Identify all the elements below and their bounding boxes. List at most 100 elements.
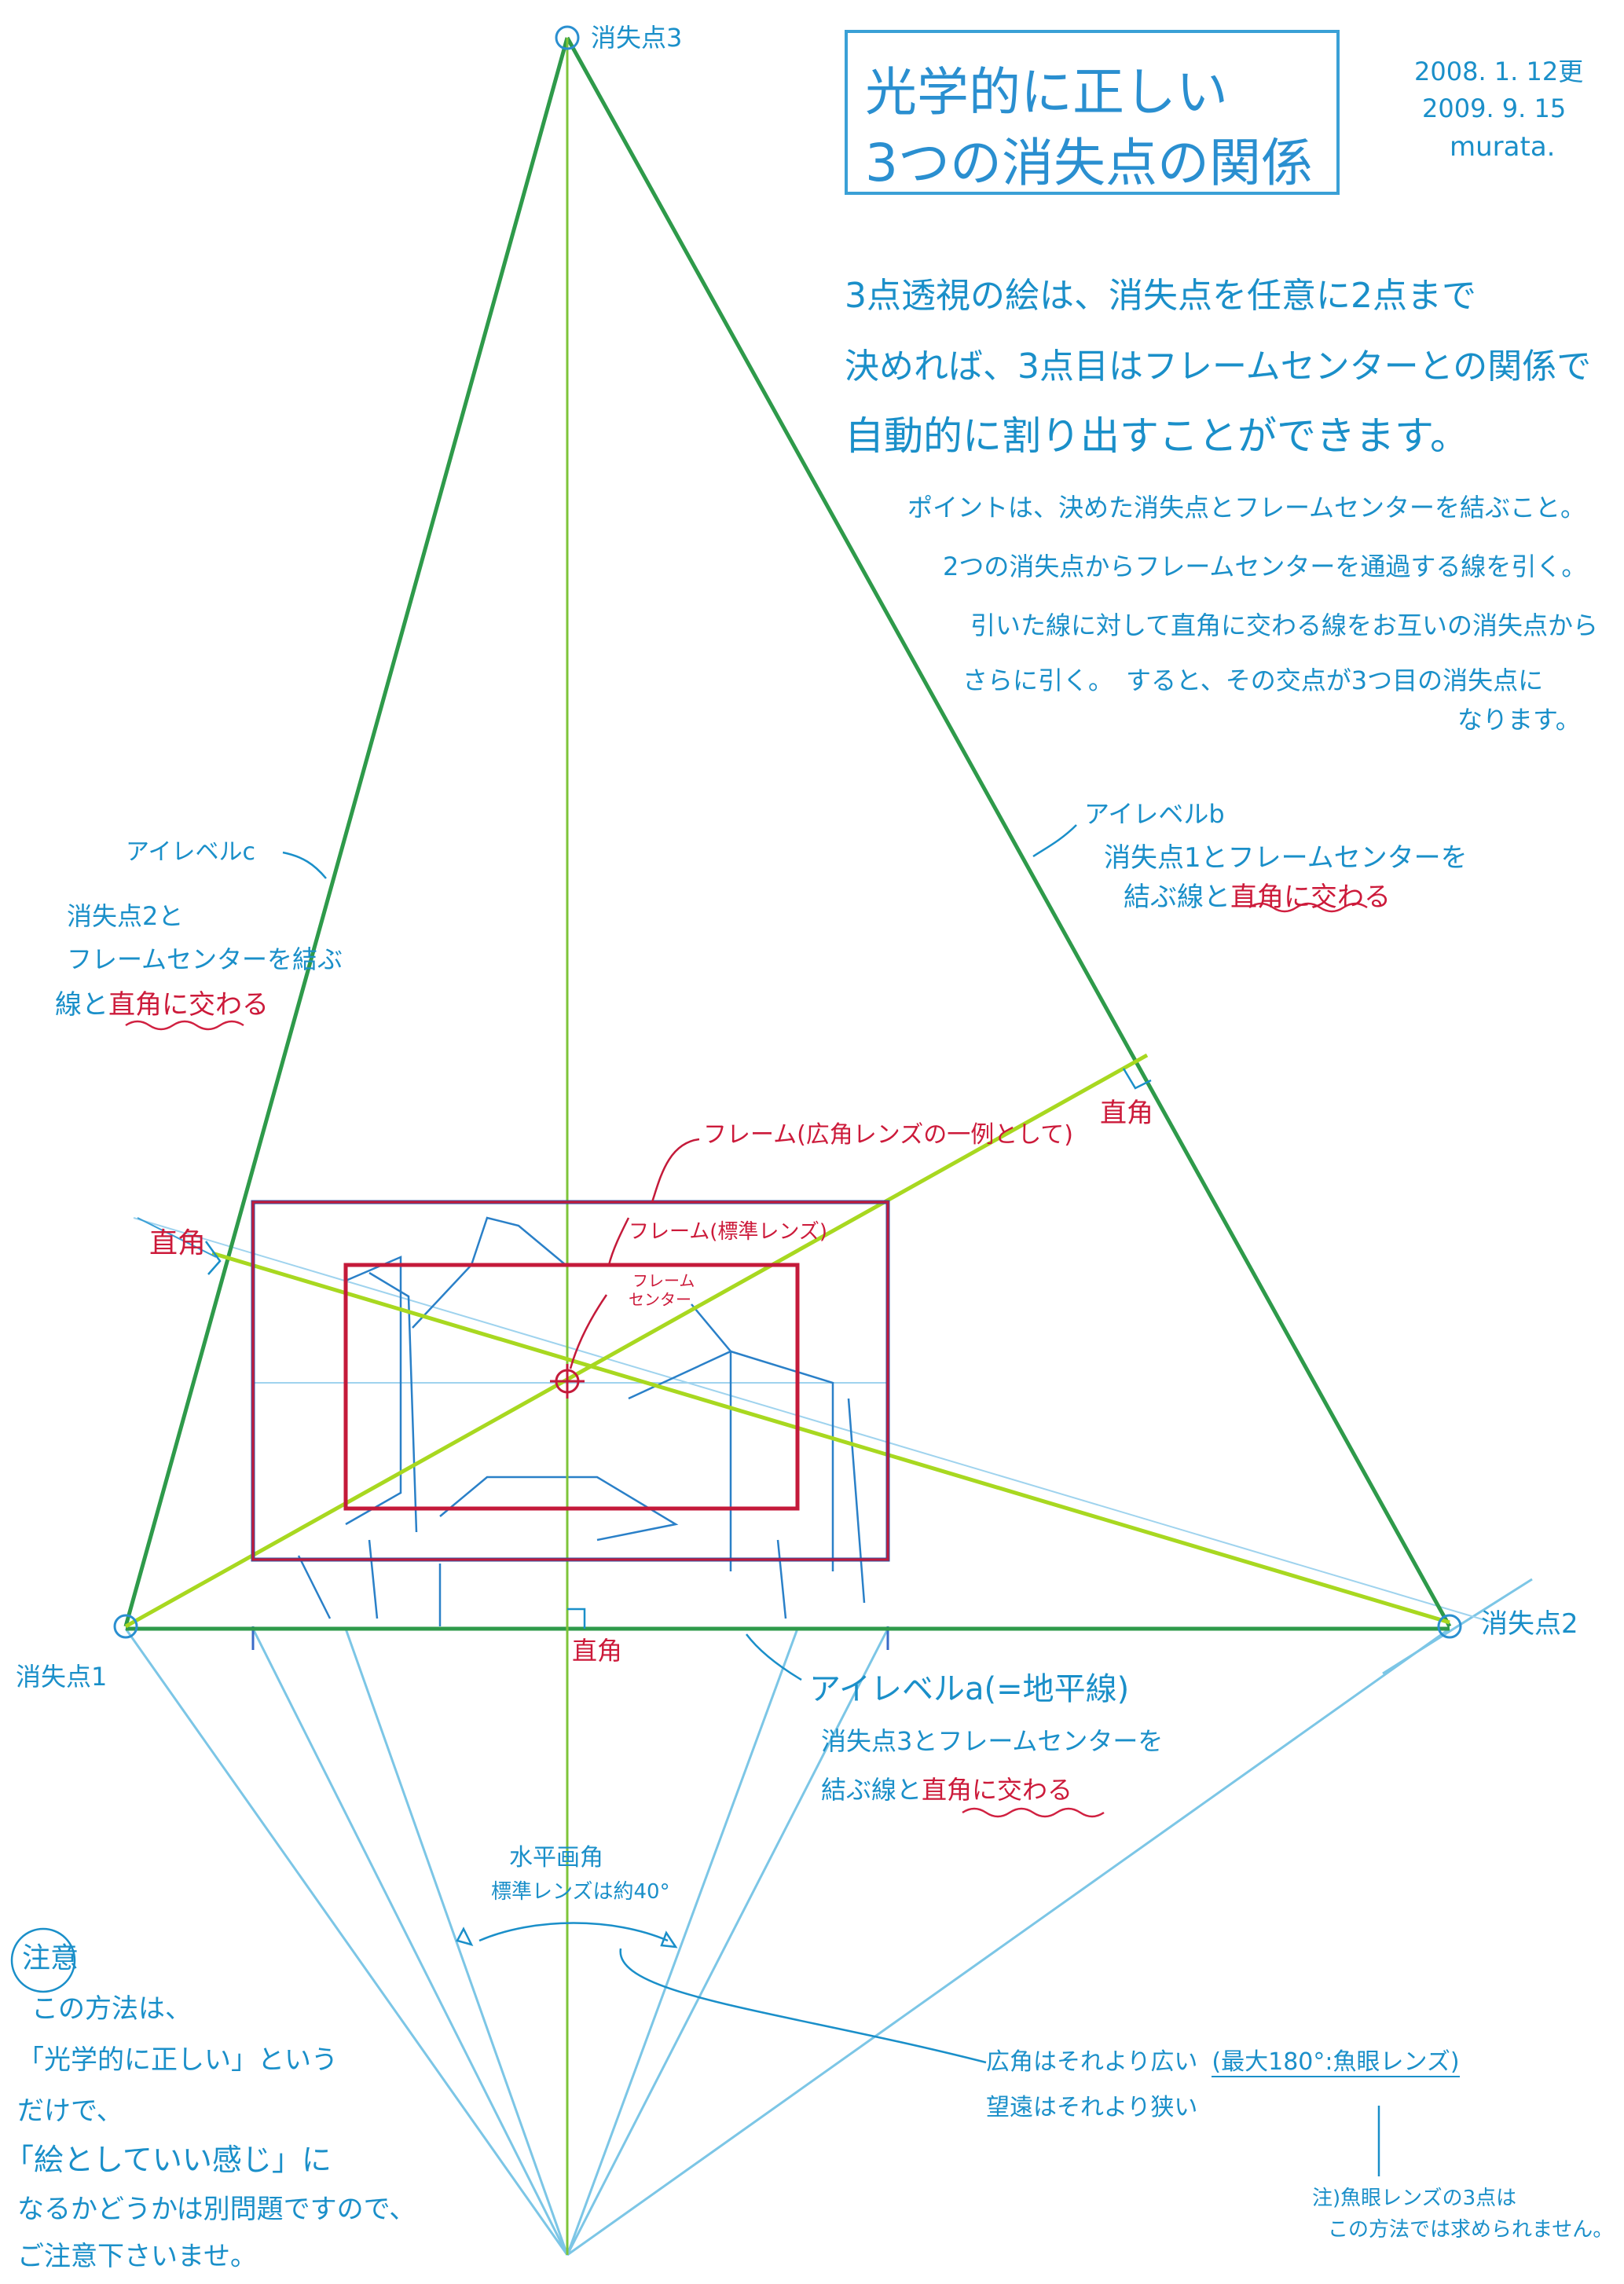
eye-b-leader bbox=[1032, 824, 1077, 858]
eye-level-a-line2: 結ぶ線と直角に交わる bbox=[821, 1777, 1072, 1802]
right-angle-mark-a bbox=[567, 1608, 586, 1629]
ray-standard-left bbox=[344, 1628, 569, 2256]
eye-a-leader bbox=[746, 1633, 802, 1681]
vanishing-triangle bbox=[123, 36, 1452, 1631]
building-line-a bbox=[297, 1555, 332, 1619]
eye-level-c-emph: 直角に交わる bbox=[108, 989, 269, 1021]
date-1: 2008. 1. 12更 bbox=[1414, 57, 1584, 86]
right-angle-label-c: 直角 bbox=[149, 1227, 207, 1259]
title-line-2: 3つの消失点の関係 bbox=[865, 133, 1313, 193]
vp3-marker bbox=[555, 25, 580, 50]
building-line-d bbox=[776, 1539, 787, 1619]
eye-level-b-line2: 結ぶ線と直角に交わる bbox=[1124, 884, 1391, 911]
center-diagonals bbox=[124, 1053, 1450, 1629]
caution-line-1: この方法は、 bbox=[31, 1993, 192, 2025]
ray-wide-left bbox=[251, 1628, 569, 2256]
angle-arrow-left bbox=[456, 1927, 474, 1946]
wide-frame-leader bbox=[651, 1138, 700, 1203]
eye-level-b-label: アイレベルb bbox=[1084, 799, 1225, 829]
eye-level-c-line2: フレームセンターを結ぶ bbox=[67, 944, 343, 974]
intro-line-3: 自動的に割り出すことができます。 bbox=[845, 413, 1469, 459]
wide-tele-line1: 広角はそれより広い(最大180°:魚眼レンズ) bbox=[986, 2048, 1460, 2077]
fisheye-note-line2: この方法では求められません。 bbox=[1328, 2218, 1614, 2242]
point-line-3: 引いた線に対して直角に交わる線をお互いの消失点から bbox=[970, 610, 1599, 640]
underline-b bbox=[1248, 902, 1368, 913]
caution-circle-ring bbox=[10, 1927, 76, 1993]
eye-c-leader bbox=[282, 851, 327, 879]
eye-level-a-label: アイレベルa(=地平線) bbox=[809, 1671, 1130, 1707]
eye-level-b-text: 結ぶ線と bbox=[1124, 882, 1230, 913]
eye-level-b-line bbox=[565, 36, 1452, 1628]
point-line-1: ポイントは、決めた消失点とフレームセンターを結ぶこと。 bbox=[907, 493, 1586, 522]
vp2-marker bbox=[1437, 1614, 1462, 1639]
label-leaders bbox=[10, 824, 1380, 2176]
right-angle-mark-b bbox=[1122, 1068, 1152, 1090]
eye-level-c-line1: 消失点2と bbox=[67, 901, 184, 931]
angle-arc bbox=[478, 1922, 669, 1942]
standard-frame-label: フレーム(標準レンズ) bbox=[629, 1220, 827, 1244]
vp2-label: 消失点2 bbox=[1481, 1608, 1578, 1640]
eye-level-a-text: 結ぶ線と bbox=[821, 1775, 922, 1805]
right-angle-mark-c bbox=[204, 1241, 222, 1275]
right-angle-marks bbox=[204, 1068, 1152, 1629]
eye-level-c-line3: 線と直角に交わる bbox=[55, 992, 269, 1018]
building-left-side bbox=[368, 1271, 418, 1533]
vp1-center-line bbox=[124, 1053, 1149, 1629]
building-base bbox=[439, 1476, 679, 1542]
intro-line-1: 3点透視の絵は、消失点を任意に2点まで bbox=[845, 276, 1476, 316]
point-line-4: さらに引く。 すると、その交点が3つ目の消失点に bbox=[962, 665, 1544, 695]
extension-stub bbox=[137, 1217, 217, 1258]
eye-level-b-emph: 直角に交わる bbox=[1230, 882, 1391, 913]
frame-center-label-1: フレーム bbox=[632, 1271, 695, 1290]
underline-c bbox=[125, 1020, 244, 1031]
vp1-label: 消失点1 bbox=[16, 1662, 108, 1692]
caution-heading: 注意 bbox=[22, 1942, 79, 1974]
building-roof-left bbox=[412, 1216, 566, 1329]
angle-of-view-line1: 水平画角 bbox=[509, 1844, 603, 1872]
eye-level-a-emph: 直角に交わる bbox=[922, 1775, 1073, 1805]
ray-standard-right bbox=[566, 1628, 799, 2256]
caution-line-2: 「光学的に正しい」という bbox=[17, 2044, 338, 2076]
vp2-center-line bbox=[211, 1251, 1450, 1625]
point-line-2: 2つの消失点からフレームセンターを通過する線を引く。 bbox=[943, 552, 1587, 581]
title-line-1: 光学的に正しい bbox=[865, 62, 1228, 123]
right-angle-label-b: 直角 bbox=[1100, 1098, 1153, 1129]
eye-level-b-line1: 消失点1とフレームセンターを bbox=[1104, 842, 1468, 874]
intro-line-2: 決めれば、3点目はフレームセンターとの関係で bbox=[845, 346, 1592, 387]
angle-of-view-line2: 標準レンズは約40° bbox=[491, 1880, 670, 1904]
building-line-e bbox=[847, 1398, 866, 1604]
standard-frame-leader bbox=[607, 1217, 630, 1266]
vp1-marker bbox=[113, 1614, 138, 1639]
ray-vp1-bottom bbox=[124, 1628, 569, 2256]
eye-level-c-label: アイレベルc bbox=[126, 838, 255, 866]
underline-a bbox=[962, 1807, 1105, 1818]
ray-extra bbox=[1382, 1578, 1533, 1675]
eye-level-c-text: 線と bbox=[55, 989, 108, 1021]
wide-frame-label: フレーム(広角レンズの一例として) bbox=[703, 1121, 1074, 1149]
guide-lines bbox=[133, 1217, 1494, 1623]
frame-center-leader bbox=[569, 1294, 608, 1369]
standard-lens-frame bbox=[343, 1263, 800, 1511]
eye-level-a-line1: 消失点3とフレームセンターを bbox=[821, 1726, 1164, 1756]
caution-line-6: ご注意下さいませ。 bbox=[17, 2241, 257, 2272]
fisheye-paren: (最大180°:魚眼レンズ) bbox=[1212, 2048, 1460, 2077]
fisheye-note-line1: 注)魚眼レンズの3点は bbox=[1312, 2187, 1517, 2210]
building-right-roof bbox=[628, 1350, 834, 1571]
frame-center-label-2: センター bbox=[629, 1290, 691, 1309]
vanishing-point-markers bbox=[113, 25, 1462, 1639]
caution-line-4: 「絵としていい感じ」に bbox=[4, 2143, 332, 2177]
caution-line-5: なるかどうかは別問題ですので、 bbox=[17, 2194, 416, 2225]
angle-arrow-right bbox=[660, 1930, 678, 1949]
date-2: 2009. 9. 15 bbox=[1422, 93, 1567, 123]
author: murata. bbox=[1450, 131, 1556, 163]
caution-line-3: だけで、 bbox=[17, 2095, 123, 2127]
title-box: 光学的に正しい 3つの消失点の関係 bbox=[845, 30, 1340, 195]
point-line-5: なります。 bbox=[1457, 705, 1581, 735]
eye-level-c-line bbox=[123, 37, 570, 1627]
wide-tele-leader bbox=[619, 1948, 987, 2064]
right-angle-label-a: 直角 bbox=[572, 1636, 623, 1666]
ray-vp2-bottom bbox=[566, 1627, 1450, 2257]
guide-diagonal bbox=[133, 1217, 1494, 1623]
